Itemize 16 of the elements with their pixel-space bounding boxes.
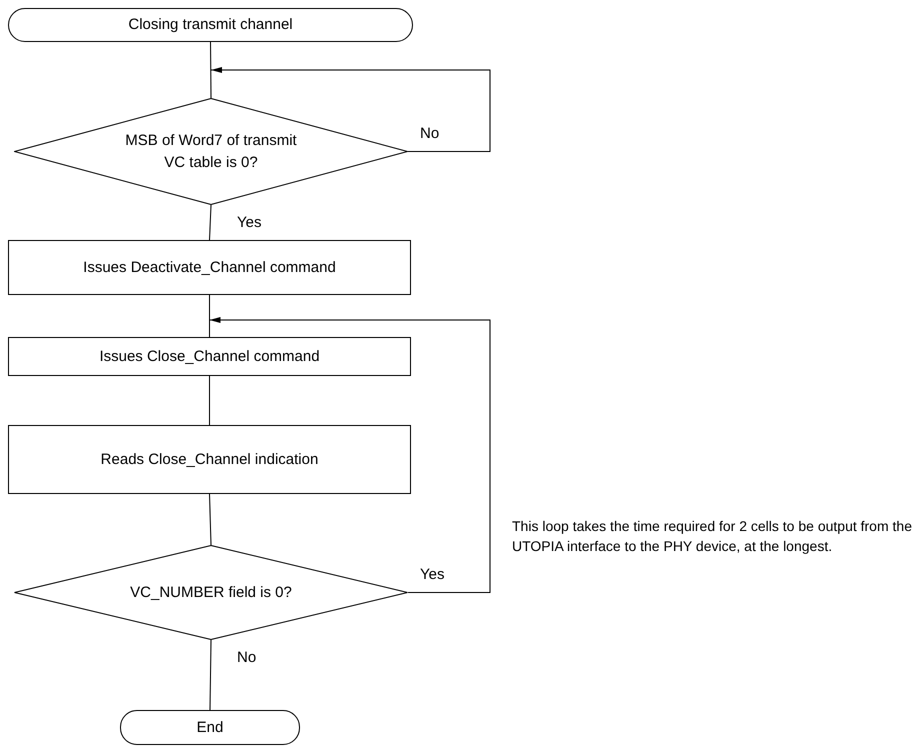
connector-line [210, 67, 490, 152]
connector-line [210, 42, 212, 98]
connector-line [209, 376, 210, 426]
process-box: Reads Close_Channel indication [8, 425, 411, 494]
terminal-box: Closing transmit channel [8, 8, 413, 42]
decision-text: VC_NUMBER field is 0? [129, 582, 293, 602]
connector-line [209, 204, 212, 240]
process-box: Issues Deactivate_Channel command [8, 240, 411, 295]
connector-line [209, 494, 212, 546]
connector-line [209, 317, 490, 593]
process-box: Issues Close_Channel command [8, 337, 411, 376]
decision-text: MSB of Word7 of transmit VC table is 0? [124, 130, 298, 172]
terminal-box: End [120, 710, 300, 745]
connector-line [209, 294, 210, 338]
note-text: This loop takes the time required for 2 cells to be output from the UTOPIA interface to the PHY device, at the longest. [512, 517, 912, 556]
connector-line [210, 640, 212, 710]
